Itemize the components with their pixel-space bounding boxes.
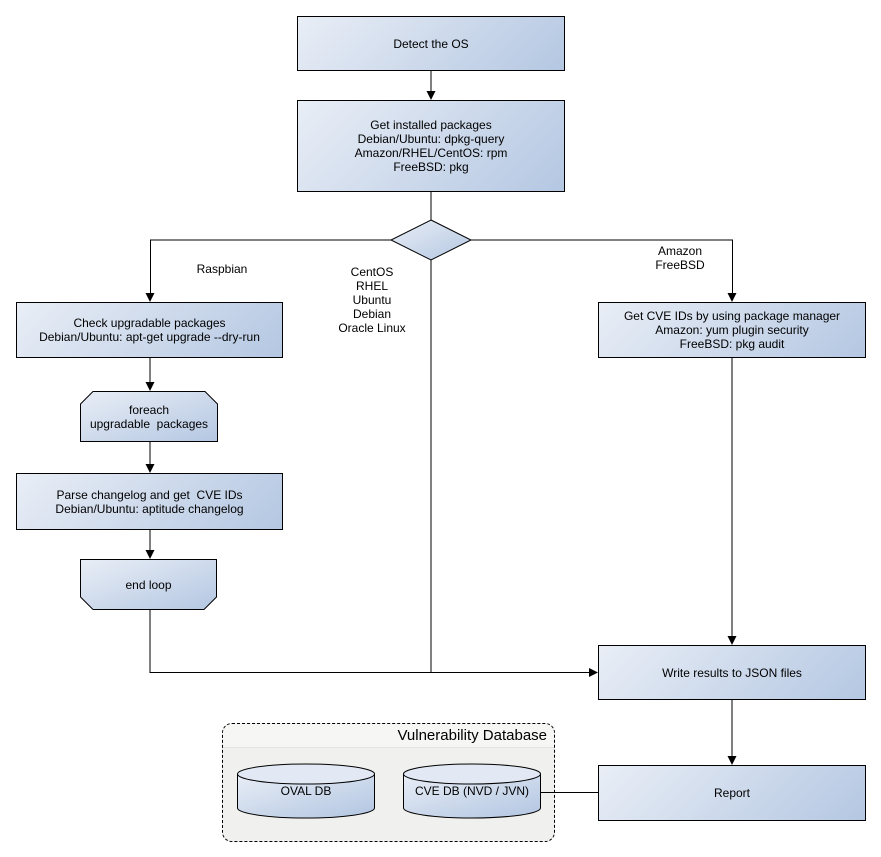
vulnerability-database-title: Vulnerability Database [223, 724, 554, 748]
os-decision-diamond [389, 219, 473, 261]
edge-check-to-foreach-arrow [145, 382, 155, 391]
edge-parse-to-endloop-arrow [145, 550, 155, 559]
node-write-results: Write results to JSON files [598, 645, 866, 700]
edge-label-raspbian: Raspbian [196, 262, 248, 276]
connectors [149, 71, 733, 793]
oval-db-cylinder [237, 763, 375, 819]
edge-decision-to-check-arrow [145, 293, 155, 302]
end-loop-shape [80, 559, 217, 610]
node-detect-os: Detect the OS [297, 16, 565, 71]
node-report: Report [598, 765, 866, 821]
node-get-installed-packages: Get installed packages Debian/Ubuntu: dp… [297, 100, 565, 192]
node-check-upgradable-packages: Check upgradable packages Debian/Ubuntu:… [16, 302, 283, 358]
node-get-cve-ids: Get CVE IDs by using package manager Ama… [598, 302, 866, 358]
edge-getcve-to-write-arrow [727, 636, 737, 645]
edge-label-os-list: CentOS RHEL Ubuntu Debian Oracle Linux [338, 265, 406, 335]
node-parse-changelog: Parse changelog and get CVE IDs Debian/U… [16, 473, 283, 530]
edge-decision-to-getcve-line [471, 239, 733, 294]
edge-decision-to-check-line [150, 239, 391, 294]
edge-detect-to-install-arrow [426, 91, 436, 100]
edge-label-amazon-freebsd: Amazon FreeBSD [655, 244, 705, 272]
edge-write-to-report-arrow [727, 756, 737, 765]
edge-foreach-to-parse-arrow [145, 464, 155, 473]
cve-db-cylinder [403, 763, 541, 819]
arrowheads [145, 91, 737, 765]
edge-endloop-to-write-arrow [589, 668, 598, 677]
edge-endloop-to-write-line [149, 610, 590, 673]
foreach-loop-shape [80, 391, 218, 442]
edge-decision-to-getcve-arrow [727, 293, 737, 302]
